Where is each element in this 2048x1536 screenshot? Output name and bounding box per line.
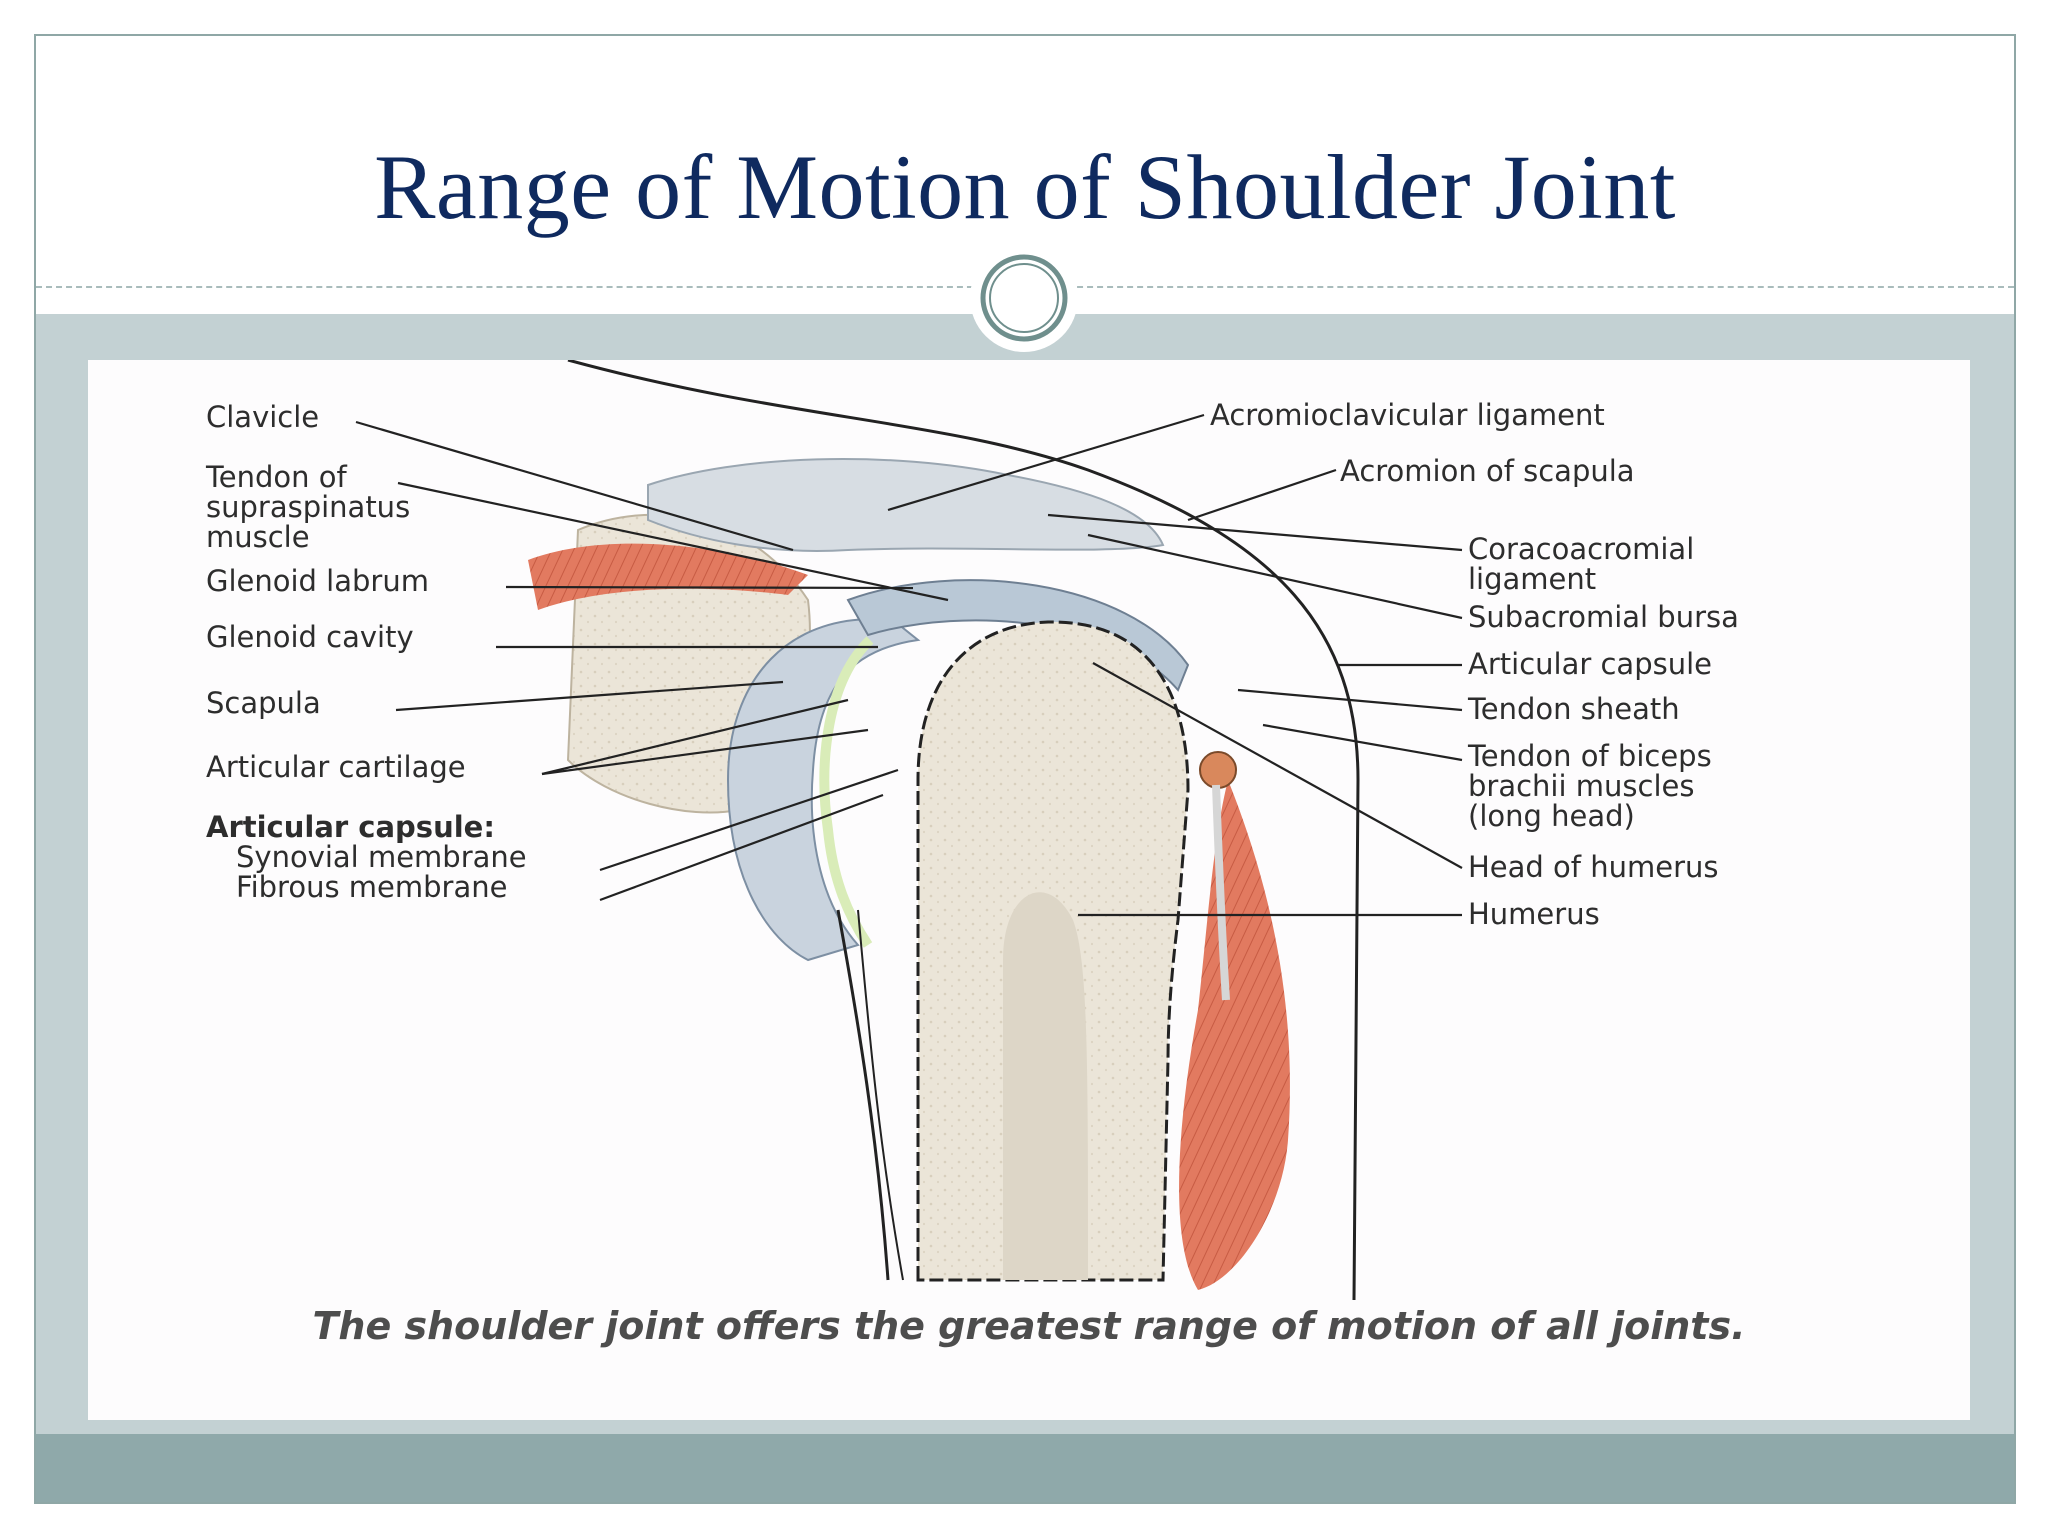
label-coracoacromial-1: Coracoacromial: [1468, 532, 1694, 566]
label-acromioclavicular: Acromioclavicular ligament: [1210, 398, 1605, 432]
slide-frame: Range of Motion of Shoulder Joint: [34, 34, 2016, 1504]
label-head-humerus: Head of humerus: [1468, 850, 1718, 884]
articular-capsule: [726, 618, 921, 962]
leader-lines: [355, 413, 1463, 917]
shoulder-figure: Clavicle Tendon of supraspinatus muscle …: [88, 360, 1970, 1420]
label-subacromial: Subacromial bursa: [1468, 600, 1739, 634]
shoulder-diagram: Clavicle Tendon of supraspinatus muscle …: [205, 360, 1739, 1301]
skin-outline: [567, 360, 1360, 1301]
label-fibrous: Fibrous membrane: [236, 870, 507, 904]
label-humerus: Humerus: [1468, 897, 1600, 931]
articular-cartilage: [819, 636, 874, 948]
label-biceps-1: Tendon of biceps: [1467, 739, 1712, 773]
label-supraspinatus-3: muscle: [206, 520, 310, 554]
label-tendon-sheath: Tendon sheath: [1467, 692, 1680, 726]
tendon-sheath-shape: [1199, 751, 1237, 789]
label-glenoid-labrum: Glenoid labrum: [206, 564, 429, 598]
scapula-edge-2: [857, 909, 904, 1281]
supraspinatus-muscle: [528, 543, 808, 610]
label-biceps-2: brachii muscles: [1468, 769, 1694, 803]
biceps-muscle: [1179, 780, 1290, 1290]
figure-caption: The shoulder joint offers the greatest r…: [312, 1304, 1746, 1348]
label-glenoid-cavity: Glenoid cavity: [206, 620, 414, 654]
label-supraspinatus-1: Tendon of: [205, 460, 348, 494]
label-scapula: Scapula: [206, 686, 321, 720]
scapula-edge: [836, 909, 890, 1281]
slide-title: Range of Motion of Shoulder Joint: [374, 136, 1676, 238]
label-supraspinatus-2: supraspinatus: [206, 490, 410, 524]
biceps-tendon: [1212, 784, 1230, 1001]
label-articular-cartilage: Articular cartilage: [206, 750, 466, 784]
glenoid-labrum: [846, 579, 1190, 692]
medullary-cavity: [1003, 892, 1088, 1280]
label-acromion: Acromion of scapula: [1340, 454, 1635, 488]
label-biceps-3: (long head): [1468, 799, 1635, 833]
bottom-band: [36, 1434, 2014, 1502]
label-coracoacromial-2: ligament: [1468, 562, 1596, 596]
label-clavicle: Clavicle: [206, 400, 319, 434]
label-articular-capsule: Articular capsule: [1468, 647, 1712, 681]
label-synovial: Synovial membrane: [236, 840, 527, 874]
label-capsule-heading: Articular capsule:: [206, 810, 495, 844]
circle-ornament-icon: [970, 244, 1078, 352]
